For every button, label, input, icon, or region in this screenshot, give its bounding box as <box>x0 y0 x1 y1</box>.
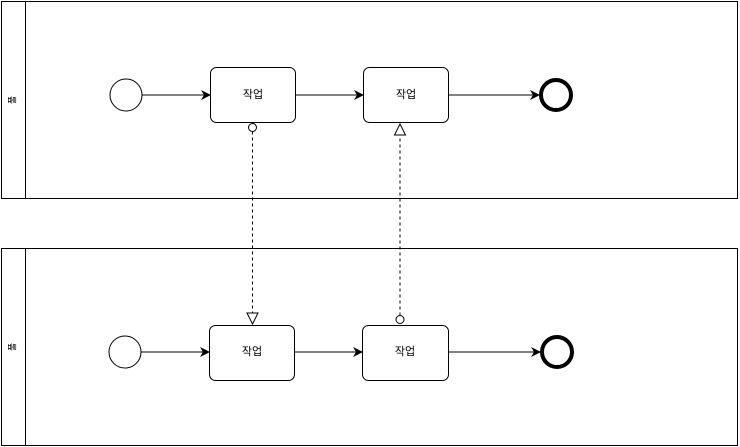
message-flow-2-arrowhead <box>393 122 407 136</box>
pool-1-task-2-label: 작업 <box>396 88 416 101</box>
pool-1-end-event <box>539 78 573 112</box>
pool-1-task-1-label: 작업 <box>243 88 263 101</box>
pool-1-label: 풀 <box>8 96 19 104</box>
pool-2-task-1 <box>209 325 295 381</box>
pool-2-start-event <box>108 335 142 369</box>
pool-1-task-1 <box>210 67 296 123</box>
pool-2-task-2 <box>362 325 449 381</box>
message-flow-pool-2-to-pool-1 <box>393 122 407 324</box>
pool-2-label: 풀 <box>8 343 19 351</box>
pool-1-start-event <box>109 78 143 112</box>
pool-2-end-event <box>540 335 574 369</box>
message-flow-1-arrowhead <box>246 312 259 326</box>
message-flow-2-source-circle <box>395 315 405 324</box>
pool-2-task-1-label: 작업 <box>242 345 262 358</box>
pool-2-task-2-label: 작업 <box>395 345 415 358</box>
pool-1-task-2 <box>363 67 449 123</box>
message-flow-pool-1-to-pool-2 <box>246 123 259 326</box>
message-flow-1-source-circle <box>248 123 257 132</box>
